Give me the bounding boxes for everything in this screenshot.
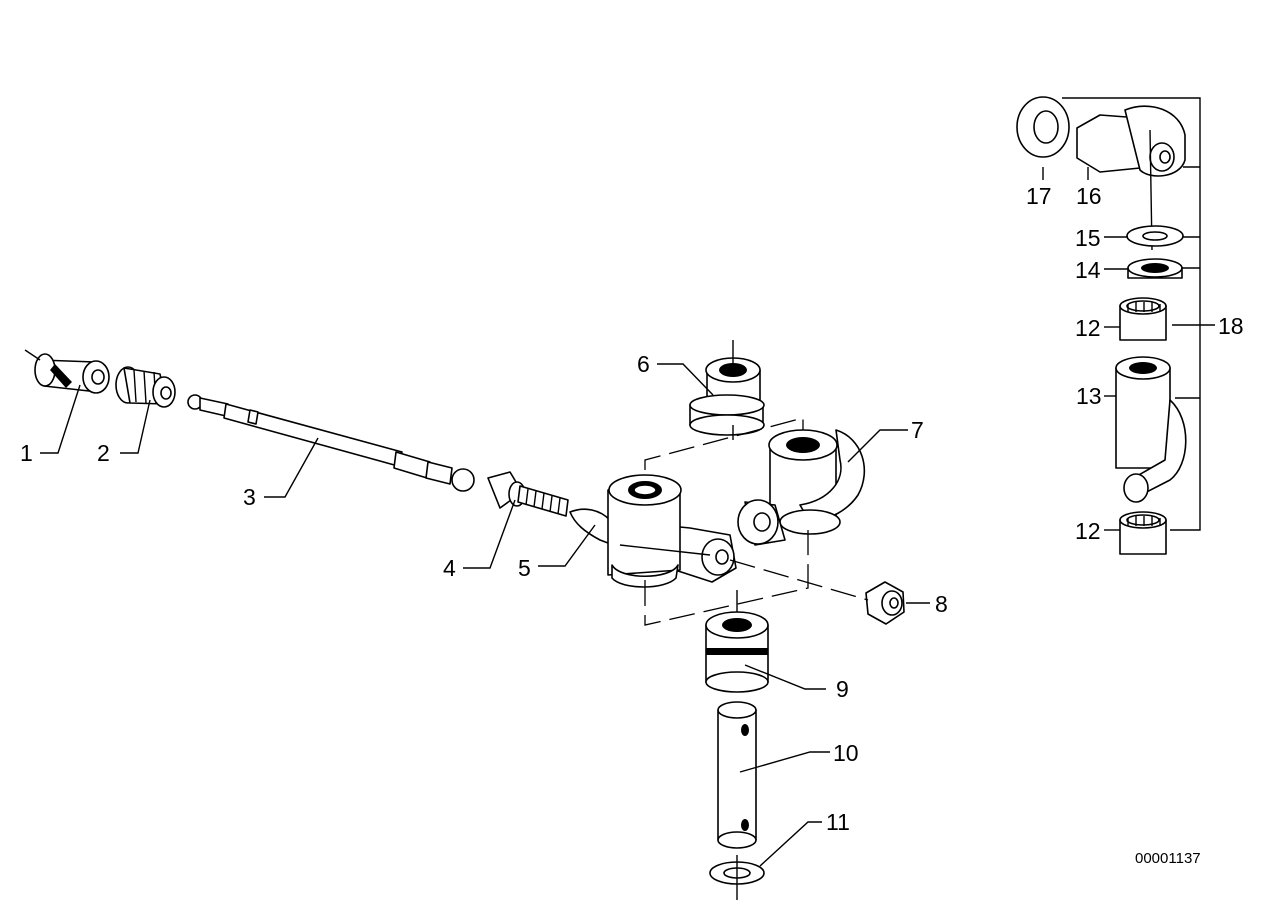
callout-6: 6 <box>637 351 650 377</box>
callout-9: 9 <box>836 676 849 702</box>
callout-12-upper: 12 <box>1075 315 1101 341</box>
leader-lines <box>40 167 1128 867</box>
callout-13: 13 <box>1076 383 1102 409</box>
callout-7: 7 <box>911 417 924 443</box>
callout-15: 15 <box>1075 225 1101 251</box>
part-13-lever <box>1115 356 1187 503</box>
part-16-bracket <box>1076 105 1186 251</box>
part-9-bushing <box>705 611 769 693</box>
callout-8: 8 <box>935 591 948 617</box>
group-bracket-18 <box>1062 97 1215 531</box>
callout-labels: 1 2 3 4 5 6 7 8 9 10 11 12 12 13 14 15 1… <box>20 183 1244 835</box>
callout-14: 14 <box>1075 257 1101 283</box>
callout-2: 2 <box>97 440 110 466</box>
callout-16: 16 <box>1076 183 1102 209</box>
callout-11: 11 <box>826 809 850 835</box>
part-12-needle-bearing-lower <box>1119 511 1167 555</box>
callout-10: 10 <box>833 740 859 766</box>
part-6-bushing <box>689 357 765 436</box>
callout-17: 17 <box>1026 183 1052 209</box>
part-1-clamp-sleeve <box>34 353 110 394</box>
part-3-push-rod <box>187 394 475 492</box>
part-8-nut <box>865 581 905 625</box>
callout-5: 5 <box>518 555 531 581</box>
part-17-washer <box>1016 96 1070 158</box>
diagram-reference-number: 00001137 <box>1135 850 1201 867</box>
part-5-lever <box>569 474 737 588</box>
assembly-dashed-lines <box>24 340 869 900</box>
part-10-pin <box>717 701 757 849</box>
callout-1: 1 <box>20 440 33 466</box>
part-14-bushing <box>1127 258 1183 279</box>
callout-12-lower: 12 <box>1075 518 1101 544</box>
callout-4: 4 <box>443 555 456 581</box>
part-12-needle-bearing-upper <box>1119 297 1167 341</box>
callout-18: 18 <box>1218 313 1244 339</box>
part-15-washer <box>1126 225 1184 247</box>
callout-3: 3 <box>243 484 256 510</box>
part-2-grommet <box>115 366 176 408</box>
part-4-adjusting-screw <box>487 471 569 517</box>
part-7-lever <box>737 429 866 546</box>
